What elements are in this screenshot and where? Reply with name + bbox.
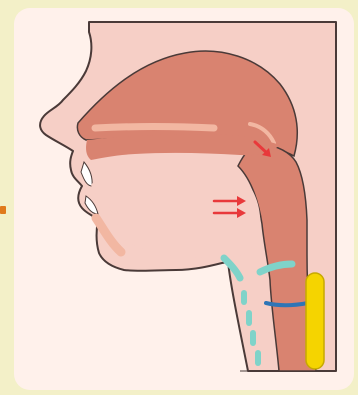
yellow-structure xyxy=(306,273,324,369)
blue-band xyxy=(266,303,308,305)
nasal-highlight xyxy=(95,127,214,129)
